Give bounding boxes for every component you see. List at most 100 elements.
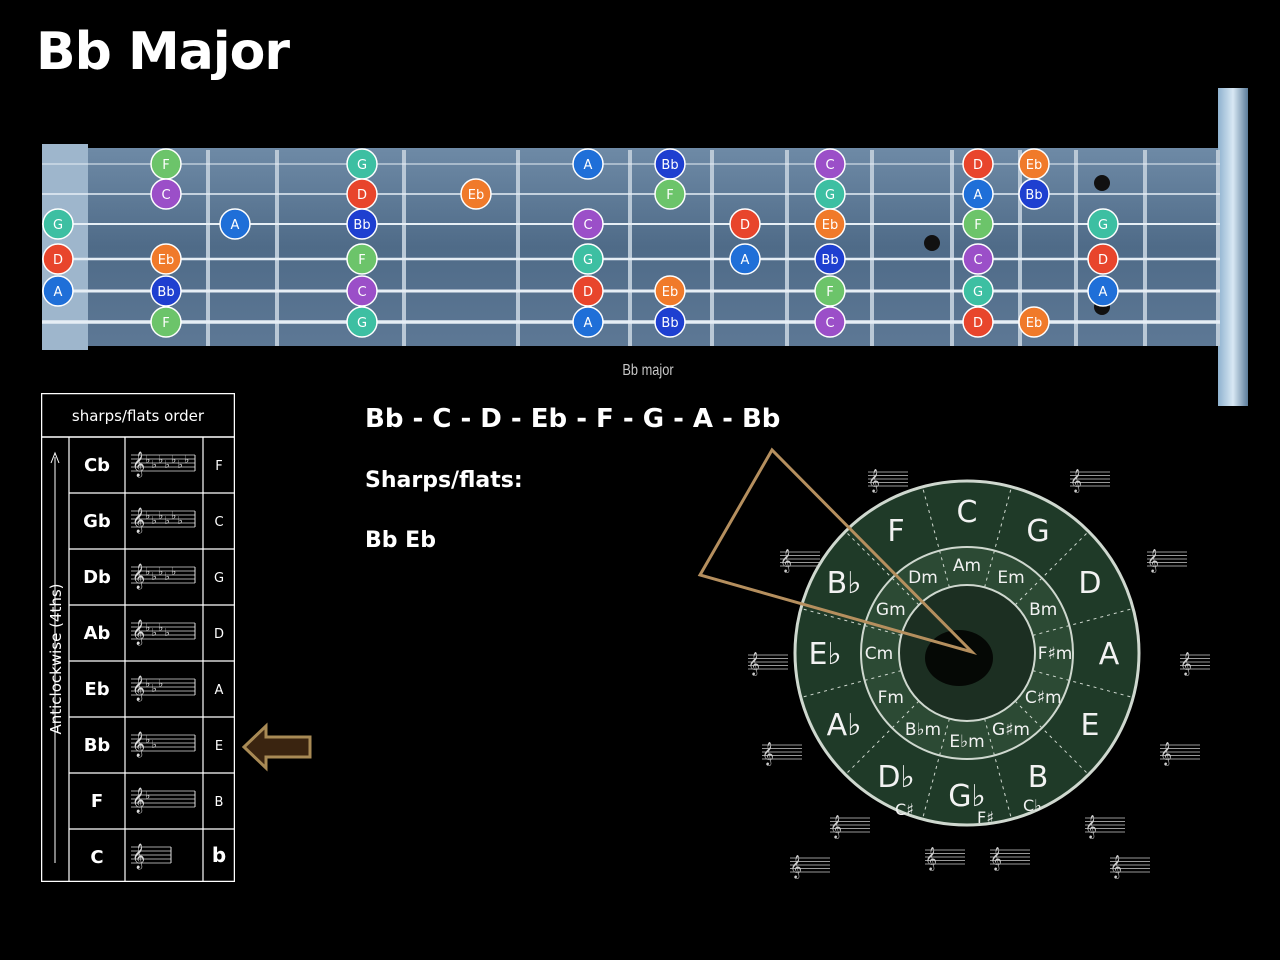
fret-note-label: F	[666, 188, 673, 203]
fret-wire	[785, 150, 789, 346]
fret-note-label: A	[974, 188, 983, 203]
cof-enharmonic-label: C♭	[1023, 796, 1042, 815]
key-signature-icon: 𝄞	[1147, 548, 1187, 573]
table-right-label: F	[215, 459, 222, 474]
fret-note-label: A	[231, 218, 240, 233]
cof-divider	[1014, 531, 1089, 606]
cof-minor-key: Dm	[908, 568, 938, 588]
key-signature-icon: 𝄞	[1160, 741, 1200, 766]
fret-note-label: A	[741, 253, 750, 268]
svg-text:𝄞: 𝄞	[1160, 741, 1172, 766]
key-signature-staff: 𝄞	[131, 843, 172, 869]
svg-text:𝄞: 𝄞	[1147, 548, 1159, 573]
key-signature-staff: 𝄞♭	[131, 787, 196, 813]
fret-note-marker: D	[1087, 243, 1119, 275]
cof-divider	[800, 670, 902, 698]
fret-note-label: A	[1099, 285, 1108, 300]
fret-note-marker: C	[814, 306, 846, 338]
flat-sign-icon: ♭	[165, 514, 170, 527]
treble-clef-icon: 𝄞	[132, 563, 145, 589]
fret-note-label: D	[973, 158, 983, 173]
fret-note-marker: A	[219, 208, 251, 240]
cof-minor-key: Fm	[878, 688, 904, 708]
fret-note-marker: Bb	[654, 306, 686, 338]
cof-divider	[845, 531, 920, 606]
svg-text:𝄞: 𝄞	[990, 846, 1002, 871]
svg-text:𝄞: 𝄞	[780, 548, 792, 573]
table-right-label: A	[215, 683, 224, 698]
flat-sign-icon: ♭	[152, 458, 157, 471]
flat-sign-icon: ♭	[184, 453, 189, 466]
fret-inlay-dot	[1094, 175, 1110, 191]
fretboard-wood	[42, 148, 1240, 346]
scale-notes: Bb - C - D - Eb - F - G - A - Bb	[365, 404, 781, 434]
flat-sign-icon: ♭	[171, 565, 176, 578]
fret-note-label: C	[825, 158, 834, 173]
fret-note-marker: G	[42, 208, 74, 240]
fret-note-marker: Eb	[460, 178, 492, 210]
fret-note-label: A	[54, 285, 63, 300]
flat-sign-icon: ♭	[145, 453, 150, 466]
svg-text:𝄞: 𝄞	[1070, 468, 1082, 493]
flat-sign-icon: ♭	[178, 514, 183, 527]
treble-clef-icon: 𝄞	[132, 731, 145, 757]
fret-note-marker: D	[962, 148, 994, 180]
fret-note-marker: C	[962, 243, 994, 275]
fret-note-label: G	[53, 218, 63, 233]
fret-note-label: Bb	[353, 218, 370, 233]
fret-note-marker: F	[150, 306, 182, 338]
table-key-label: F	[91, 791, 103, 812]
fret-note-marker: A	[42, 275, 74, 307]
cof-pointer	[697, 447, 978, 655]
sharps-flats-order-table: sharps/flats order Anticlockwise (4ths) …	[41, 393, 235, 882]
flat-sign-icon: ♭	[145, 565, 150, 578]
key-signature-icon: 𝄞	[925, 846, 965, 871]
key-signature-icon: 𝄞	[830, 814, 870, 839]
fret-note-marker: A	[729, 243, 761, 275]
svg-text:𝄞: 𝄞	[830, 814, 842, 839]
fret-note-label: Eb	[1026, 158, 1042, 173]
fret-note-marker: Bb	[654, 148, 686, 180]
fret-note-label: D	[357, 188, 367, 203]
flat-sign-icon: ♭	[171, 509, 176, 522]
cof-minor-key: Am	[953, 556, 981, 576]
fret-note-label: Eb	[1026, 316, 1042, 331]
flat-sign-icon: ♭	[178, 458, 183, 471]
fretboard-diagram: GDAFCEbBbFAGDBbFCGEbACGDABbFEbBbDACGEbBb…	[42, 88, 1248, 406]
flat-sign-icon: ♭	[145, 509, 150, 522]
fret-note-marker: G	[1087, 208, 1119, 240]
cof-major-key: D♭	[877, 760, 914, 795]
fret-note-marker: Eb	[814, 208, 846, 240]
key-signature-staff: 𝄞♭♭♭♭♭♭	[131, 507, 196, 533]
fret-note-marker: Bb	[150, 275, 182, 307]
treble-clef-icon: 𝄞	[132, 507, 145, 533]
flat-sign-icon: ♭	[158, 565, 163, 578]
cof-major-key: F	[887, 514, 904, 549]
fret-note-marker: D	[729, 208, 761, 240]
fretboard-end	[1218, 88, 1248, 406]
fret-note-marker: D	[346, 178, 378, 210]
fret-note-label: F	[162, 158, 169, 173]
fret-note-marker: A	[1087, 275, 1119, 307]
fret-wire	[628, 150, 632, 346]
fret-note-label: C	[583, 218, 592, 233]
fret-note-marker: G	[572, 243, 604, 275]
key-signature-staff: 𝄞♭♭♭♭♭♭♭	[131, 451, 196, 477]
fret-note-marker: Bb	[1018, 178, 1050, 210]
svg-text:𝄞: 𝄞	[748, 651, 760, 676]
flat-sign-icon: ♭	[158, 621, 163, 634]
key-signature-icon: 𝄞	[1085, 814, 1125, 839]
flat-sign-icon: ♭	[165, 458, 170, 471]
fret-note-label: G	[583, 253, 593, 268]
cof-minor-key: B♭m	[905, 720, 941, 740]
table-key-label: Bb	[84, 735, 111, 756]
table-key-label: Gb	[83, 511, 111, 532]
fret-note-marker: F	[814, 275, 846, 307]
table-right-label: B	[215, 795, 224, 810]
table-right-label: D	[214, 627, 224, 642]
fret-note-marker: A	[572, 148, 604, 180]
key-signature-staff: 𝄞♭♭	[131, 731, 196, 757]
key-signature-staff: 𝄞♭♭♭♭	[131, 619, 196, 645]
flat-sign-icon: ♭	[145, 677, 150, 690]
fret-note-label: G	[357, 158, 367, 173]
